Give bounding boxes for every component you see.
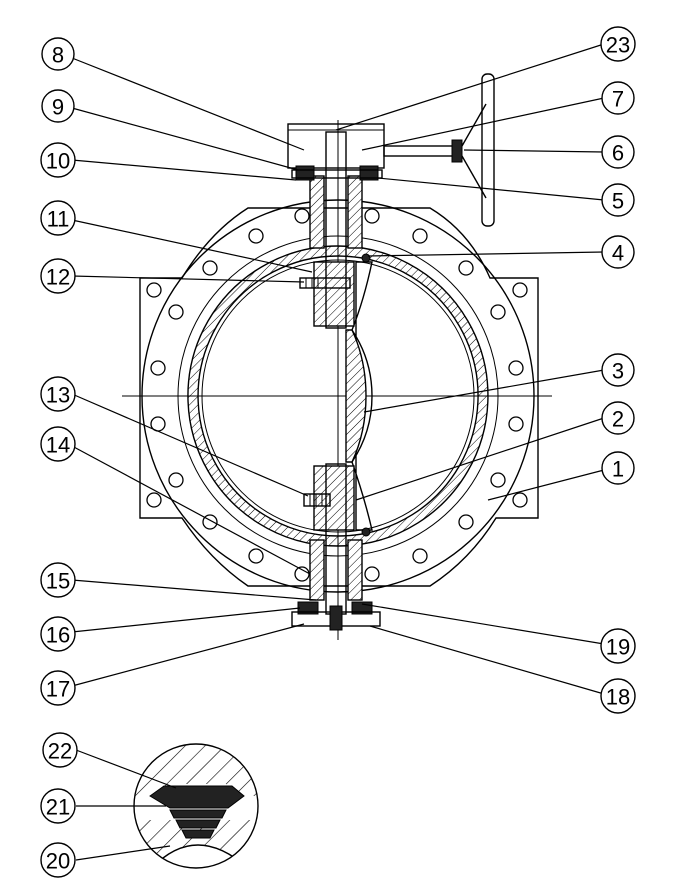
callout-21: 21 (40, 788, 76, 824)
callout-16-label: 16 (46, 623, 70, 648)
leader-lines (71, 43, 605, 861)
callout-18-label: 18 (606, 685, 630, 710)
bolt-hole (490, 304, 506, 320)
callout-7: 7 (601, 81, 635, 115)
valve-body (122, 120, 552, 640)
callout-8: 8 (41, 37, 75, 71)
bolt-holes (146, 208, 528, 582)
valve-disc (313, 253, 373, 537)
callout-17-label: 17 (46, 677, 70, 702)
callout-15-label: 15 (46, 569, 70, 594)
callout-20: 20 (40, 842, 76, 878)
callout-21-label: 21 (46, 795, 70, 820)
bolt-hole (458, 260, 474, 276)
callout-3: 3 (601, 353, 635, 387)
bolt-hole (364, 566, 380, 582)
callout-19-label: 19 (606, 635, 630, 660)
bolt-hole (412, 228, 428, 244)
callout-1: 1 (601, 451, 635, 485)
bolt-hole (512, 282, 528, 298)
gearbox-housing (287, 123, 385, 169)
callout-9: 9 (41, 89, 75, 123)
bolt-hole (364, 208, 380, 224)
lower-taper-pin (303, 493, 331, 507)
shaft-assembly (299, 131, 363, 615)
bolt-hole (146, 492, 162, 508)
callout-13-label: 13 (46, 383, 70, 408)
lower-disc-boss (313, 465, 355, 531)
callout-5: 5 (601, 183, 635, 217)
callout-6-label: 6 (612, 141, 624, 166)
callout-10-label: 10 (46, 149, 70, 174)
bolt-hole (202, 260, 218, 276)
callout-23-label: 23 (606, 33, 630, 58)
callout-1-label: 1 (612, 457, 624, 482)
bolt-hole (508, 360, 524, 376)
upper-shaft (325, 131, 347, 329)
callout-22: 22 (42, 732, 78, 768)
callout-16: 16 (40, 616, 76, 652)
callout-20-label: 20 (46, 849, 70, 874)
bolt-hole (150, 360, 166, 376)
callout-14-label: 14 (46, 433, 70, 458)
bottom-cover (291, 601, 381, 631)
callout-10: 10 (40, 142, 76, 178)
bolt-hole (146, 282, 162, 298)
callout-19: 19 (600, 628, 636, 664)
callout-4: 4 (601, 235, 635, 269)
callout-11-label: 11 (47, 207, 70, 232)
callout-22-label: 22 (48, 739, 72, 764)
callout-3-label: 3 (612, 359, 624, 384)
callout-12: 12 (40, 258, 76, 294)
bolt-hole (412, 548, 428, 564)
callout-15: 15 (40, 562, 76, 598)
callout-11: 11 (40, 200, 76, 236)
bolt-hole (168, 304, 184, 320)
bolt-hole (294, 208, 310, 224)
callout-14: 14 (40, 426, 76, 462)
callout-2: 2 (601, 401, 635, 435)
upper-disc-boss (313, 261, 355, 327)
seal-detail-view (133, 743, 259, 869)
bolt-hole (248, 228, 264, 244)
bolt-hole (248, 548, 264, 564)
bolt-hole (508, 416, 524, 432)
callout-2-label: 2 (612, 407, 624, 432)
bolt-hole (490, 472, 506, 488)
callout-23: 23 (600, 26, 636, 62)
callout-9-label: 9 (52, 95, 64, 120)
bolt-hole (168, 472, 184, 488)
bolt-hole (458, 514, 474, 530)
callout-17: 17 (40, 670, 76, 706)
upper-taper-pin (299, 277, 351, 289)
callout-7-label: 7 (612, 87, 624, 112)
callout-13: 13 (40, 376, 76, 412)
callout-4-label: 4 (612, 241, 624, 266)
callout-8-label: 8 (52, 43, 64, 68)
callout-6: 6 (601, 135, 635, 169)
bolt-hole (512, 492, 528, 508)
callout-12-label: 12 (46, 265, 70, 290)
callout-5-label: 5 (612, 189, 624, 214)
callout-18: 18 (600, 678, 636, 714)
